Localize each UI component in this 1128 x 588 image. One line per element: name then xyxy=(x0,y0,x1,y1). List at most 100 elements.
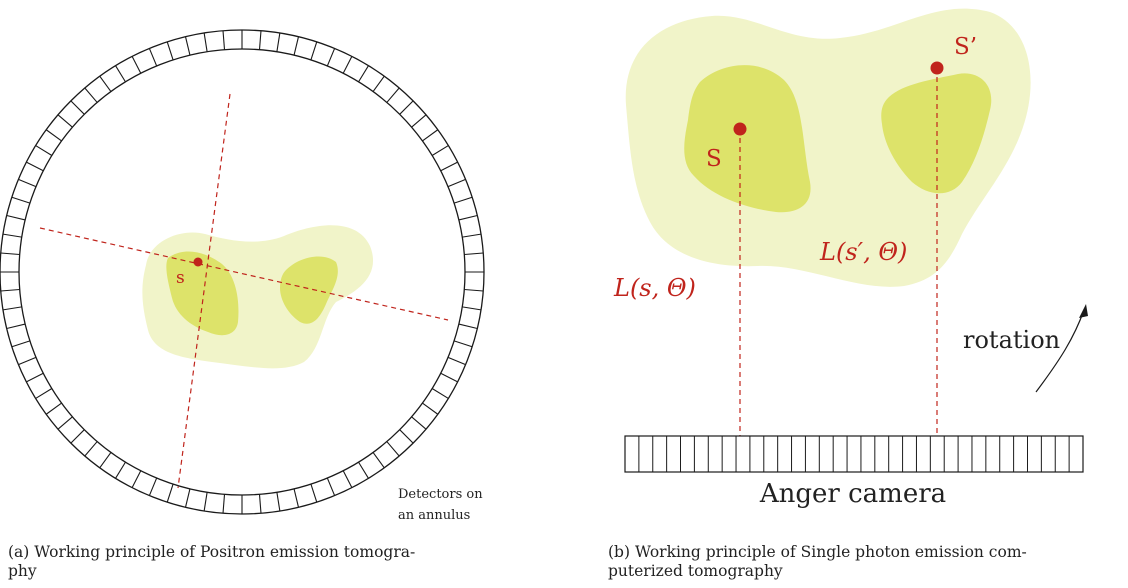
detector-segment xyxy=(458,214,478,221)
detector-segment xyxy=(222,30,226,50)
spect-source2-label: S’ xyxy=(954,34,977,60)
detector-segment xyxy=(11,340,31,348)
detector-segment xyxy=(462,306,482,311)
detector-segment xyxy=(166,41,174,61)
pet-source-dot xyxy=(193,257,203,267)
pet-source-label: s xyxy=(176,268,185,288)
pet-hot-region-1 xyxy=(166,251,239,336)
spect-source-dot-2 xyxy=(930,61,944,75)
detector-segment xyxy=(222,494,226,514)
anger-camera xyxy=(624,435,1084,473)
detector-segment xyxy=(453,340,473,348)
detector-segment xyxy=(358,65,369,83)
detector-segment xyxy=(431,145,449,156)
spect-line2-label: L(s′, Θ) xyxy=(819,238,907,266)
detector-segment xyxy=(310,41,318,61)
detector-segment xyxy=(310,483,318,503)
detector-segment xyxy=(258,30,262,50)
detector-segment xyxy=(453,196,473,204)
detector-segment xyxy=(464,252,484,256)
pet-coincidence-line-1 xyxy=(39,227,449,321)
spect-source1-label: S xyxy=(706,146,722,172)
detector-segment xyxy=(70,100,85,115)
detector-segment xyxy=(342,56,353,74)
anger-camera-label: Anger camera xyxy=(759,479,946,509)
detector-segment xyxy=(431,388,449,399)
detector-segment xyxy=(258,494,262,514)
detector-segment xyxy=(115,461,126,479)
detector-segment xyxy=(462,233,482,238)
pet-panel: s Detectors on an annulus xyxy=(0,29,485,523)
detector-segment xyxy=(18,356,37,366)
detector-segment xyxy=(399,429,414,444)
detector-segment xyxy=(440,161,458,172)
detector-segment xyxy=(293,36,300,56)
caption-b-line2: puterized tomography xyxy=(608,562,783,580)
detector-segment xyxy=(464,288,484,292)
detector-segment xyxy=(70,429,85,444)
detector-segment xyxy=(131,56,142,74)
detector-segment xyxy=(0,288,20,292)
detector-segment xyxy=(35,388,53,399)
detector-segment xyxy=(11,196,31,204)
detector-segment xyxy=(45,129,62,142)
detector-segment xyxy=(447,356,466,366)
detector-segment xyxy=(184,36,191,56)
detector-segment xyxy=(148,477,158,496)
detector-segment xyxy=(203,32,208,52)
detector-segment xyxy=(422,402,439,415)
detector-segment xyxy=(372,75,385,92)
detector-segment xyxy=(372,452,385,469)
caption-a-line2: phy xyxy=(8,562,37,580)
detector-segment xyxy=(342,470,353,488)
detector-segment xyxy=(35,145,53,156)
detector-ring xyxy=(0,29,485,515)
detector-segment xyxy=(99,452,112,469)
camera-frame xyxy=(624,435,1084,473)
detector-segment xyxy=(411,114,427,128)
caption-a-line1: (a) Working principle of Positron emissi… xyxy=(8,543,416,561)
detector-segment xyxy=(293,488,300,508)
rotation-arrow-icon xyxy=(1035,304,1088,393)
detector-segment xyxy=(386,441,400,457)
detector-note-line2: an annulus xyxy=(398,508,470,523)
detector-segment xyxy=(18,178,37,188)
detector-segment xyxy=(203,492,208,512)
detector-segment xyxy=(326,477,336,496)
detector-segment xyxy=(0,252,20,256)
detector-segment xyxy=(57,416,73,430)
detector-segment xyxy=(386,87,400,103)
detector-segment xyxy=(84,87,98,103)
spect-hot-region-1 xyxy=(684,65,811,213)
detector-segment xyxy=(45,402,62,415)
detector-segment xyxy=(166,483,174,503)
detector-note-line1: Detectors on xyxy=(398,487,483,502)
detector-segment xyxy=(458,323,478,330)
caption-a: (a) Working principle of Positron emissi… xyxy=(8,543,438,581)
detector-segment xyxy=(184,488,191,508)
detector-segment xyxy=(447,178,466,188)
detector-segment xyxy=(26,372,44,383)
detector-segment xyxy=(2,233,22,238)
detector-segment xyxy=(326,48,336,67)
detector-segment xyxy=(57,114,73,128)
spect-source-dot-1 xyxy=(733,122,747,136)
spect-hot-region-2 xyxy=(881,73,992,194)
detector-segment xyxy=(84,441,98,457)
pet-coincidence-line-2 xyxy=(177,93,231,489)
detector-segment xyxy=(131,470,142,488)
detector-segment xyxy=(26,161,44,172)
detector-segment xyxy=(276,32,281,52)
spect-panel: S S’ L(s, Θ) L(s′, Θ) rotation Anger cam… xyxy=(613,8,1088,509)
detector-segment xyxy=(358,461,369,479)
detector-segment xyxy=(276,492,281,512)
detector-segment xyxy=(6,323,26,330)
detector-segment xyxy=(411,416,427,430)
spect-line1-label: L(s, Θ) xyxy=(613,274,696,302)
caption-b-line1: (b) Working principle of Single photon e… xyxy=(608,543,1027,561)
detector-segment xyxy=(422,129,439,142)
detector-segment xyxy=(2,306,22,311)
detector-segment xyxy=(99,75,112,92)
detector-segment xyxy=(6,214,26,221)
